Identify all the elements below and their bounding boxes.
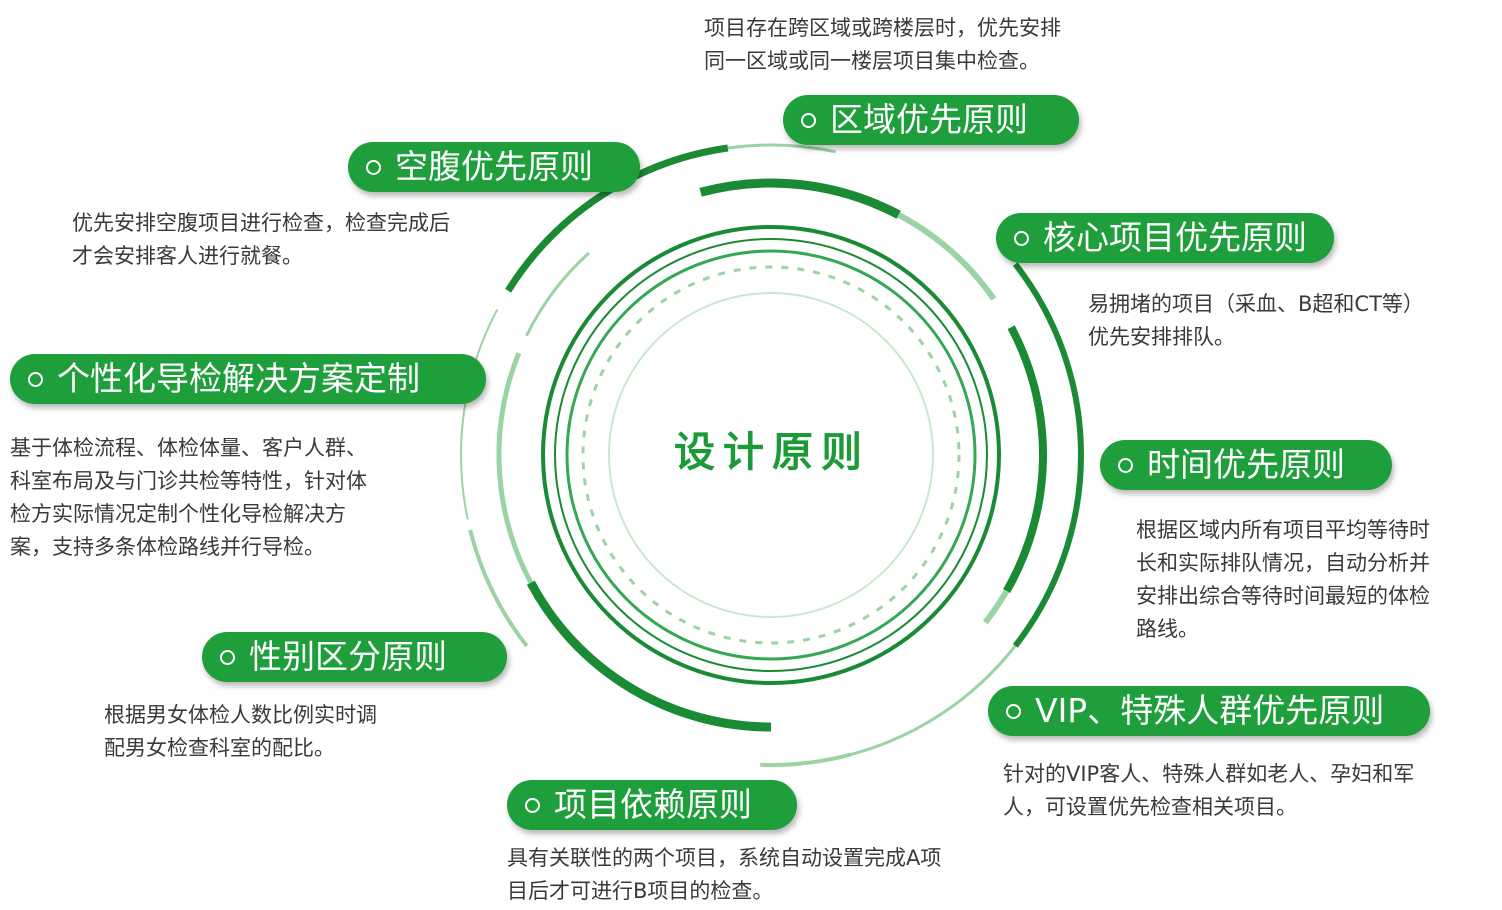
circle-dot-icon — [366, 159, 381, 175]
principle-label: 时间优先原则 — [1147, 445, 1345, 484]
principle-desc-fasting: 优先安排空腹项目进行检查，检查完成后 才会安排客人进行就餐。 — [72, 207, 450, 273]
desc-line: 案，支持多条体检路线并行导检。 — [10, 535, 325, 559]
principle-label: 空腹优先原则 — [395, 147, 593, 186]
outer-arc — [850, 644, 1017, 756]
desc-line: 目后才可进行B项目的检查。 — [507, 879, 774, 903]
middle-arc — [982, 589, 1010, 625]
inner-ring — [565, 249, 977, 661]
principle-pill-custom: 个性化导检解决方案定制 — [10, 354, 486, 404]
principle-pill-dependency: 项目依赖原则 — [507, 780, 797, 830]
desc-line: 才会安排客人进行就餐。 — [72, 244, 303, 268]
middle-arc — [526, 580, 772, 732]
middle-arc — [525, 251, 590, 337]
outer-arc — [460, 308, 499, 520]
principle-desc-area: 项目存在跨区域或跨楼层时，优先安排 同一区域或同一楼层项目集中检查。 — [704, 12, 1061, 78]
circle-dot-icon — [801, 112, 816, 128]
middle-arc — [699, 178, 901, 219]
middle-arc — [1003, 325, 1047, 593]
outer-arc — [760, 752, 852, 767]
principle-desc-custom: 基于体检流程、体检体量、客户人群、 科室布局及与门诊共检等特性，针对体 检方实际… — [10, 432, 367, 564]
center-title: 设计原则 — [674, 428, 870, 476]
desc-line: 检方实际情况定制个性化导检解决方 — [10, 502, 346, 526]
desc-line: 优先安排空腹项目进行检查，检查完成后 — [72, 211, 450, 235]
desc-line: 具有关联性的两个项目，系统自动设置完成A项 — [507, 846, 942, 870]
desc-line: 根据区域内所有项目平均等待时 — [1136, 518, 1430, 542]
principle-desc-core: 易拥堵的项目（采血、B超和CT等） 优先安排排队。 — [1088, 288, 1424, 354]
outer-arc — [1012, 262, 1084, 648]
desc-line: 科室布局及与门诊共检等特性，针对体 — [10, 469, 367, 493]
middle-arc — [496, 352, 534, 584]
desc-line: 配男女检查科室的配比。 — [104, 736, 335, 760]
circle-dot-icon — [1118, 457, 1133, 473]
desc-line: 人，可设置优先检查相关项目。 — [1003, 795, 1297, 819]
principle-label: 个性化导检解决方案定制 — [57, 359, 420, 398]
principle-desc-vip: 针对的VIP客人、特殊人群如老人、孕妇和军 人，可设置优先检查相关项目。 — [1003, 758, 1414, 824]
inner-faint-ring — [608, 292, 934, 618]
desc-line: 基于体检流程、体检体量、客户人群、 — [10, 436, 367, 460]
inner-ring — [541, 225, 1001, 685]
middle-arc — [897, 212, 997, 301]
principle-pill-vip: VIP、特殊人群优先原则 — [988, 686, 1430, 736]
principle-desc-gender: 根据男女体检人数比例实时调 配男女检查科室的配比。 — [104, 699, 377, 765]
circle-dot-icon — [525, 797, 540, 813]
circle-dot-icon — [1006, 703, 1021, 719]
desc-line: 长和实际排队情况，自动分析并 — [1136, 551, 1430, 575]
principle-pill-fasting: 空腹优先原则 — [348, 142, 640, 192]
outer-arc — [468, 529, 529, 648]
principle-pill-gender: 性别区分原则 — [202, 632, 507, 682]
principle-desc-dependency: 具有关联性的两个项目，系统自动设置完成A项 目后才可进行B项目的检查。 — [507, 842, 941, 908]
principle-label: VIP、特殊人群优先原则 — [1035, 691, 1385, 730]
circle-dot-icon — [1014, 230, 1029, 246]
desc-line: 项目存在跨区域或跨楼层时，优先安排 — [704, 16, 1061, 40]
principle-pill-core: 核心项目优先原则 — [996, 213, 1334, 263]
principle-label: 核心项目优先原则 — [1043, 218, 1307, 257]
desc-line: 针对的VIP客人、特殊人群如老人、孕妇和军 — [1003, 762, 1415, 786]
circle-dot-icon — [220, 649, 235, 665]
desc-line: 易拥堵的项目（采血、B超和CT等） — [1088, 292, 1424, 316]
circle-dot-icon — [28, 371, 43, 387]
inner-ring — [554, 238, 988, 672]
principle-label: 区域优先原则 — [830, 100, 1028, 139]
outer-arc — [727, 143, 836, 154]
principle-desc-time: 根据区域内所有项目平均等待时 长和实际排队情况，自动分析并 安排出综合等待时间最… — [1136, 514, 1430, 646]
outer-arc — [505, 144, 729, 293]
desc-line: 根据男女体检人数比例实时调 — [104, 703, 377, 727]
principle-pill-area: 区域优先原则 — [783, 95, 1079, 145]
desc-line: 优先安排排队。 — [1088, 325, 1235, 349]
principle-label: 项目依赖原则 — [554, 785, 752, 824]
desc-line: 同一区域或同一楼层项目集中检查。 — [704, 49, 1040, 73]
desc-line: 安排出综合等待时间最短的体检 — [1136, 584, 1430, 608]
principle-pill-time: 时间优先原则 — [1100, 440, 1392, 490]
dashed-ring — [581, 265, 961, 645]
desc-line: 路线。 — [1136, 617, 1199, 641]
principle-label: 性别区分原则 — [249, 637, 447, 676]
